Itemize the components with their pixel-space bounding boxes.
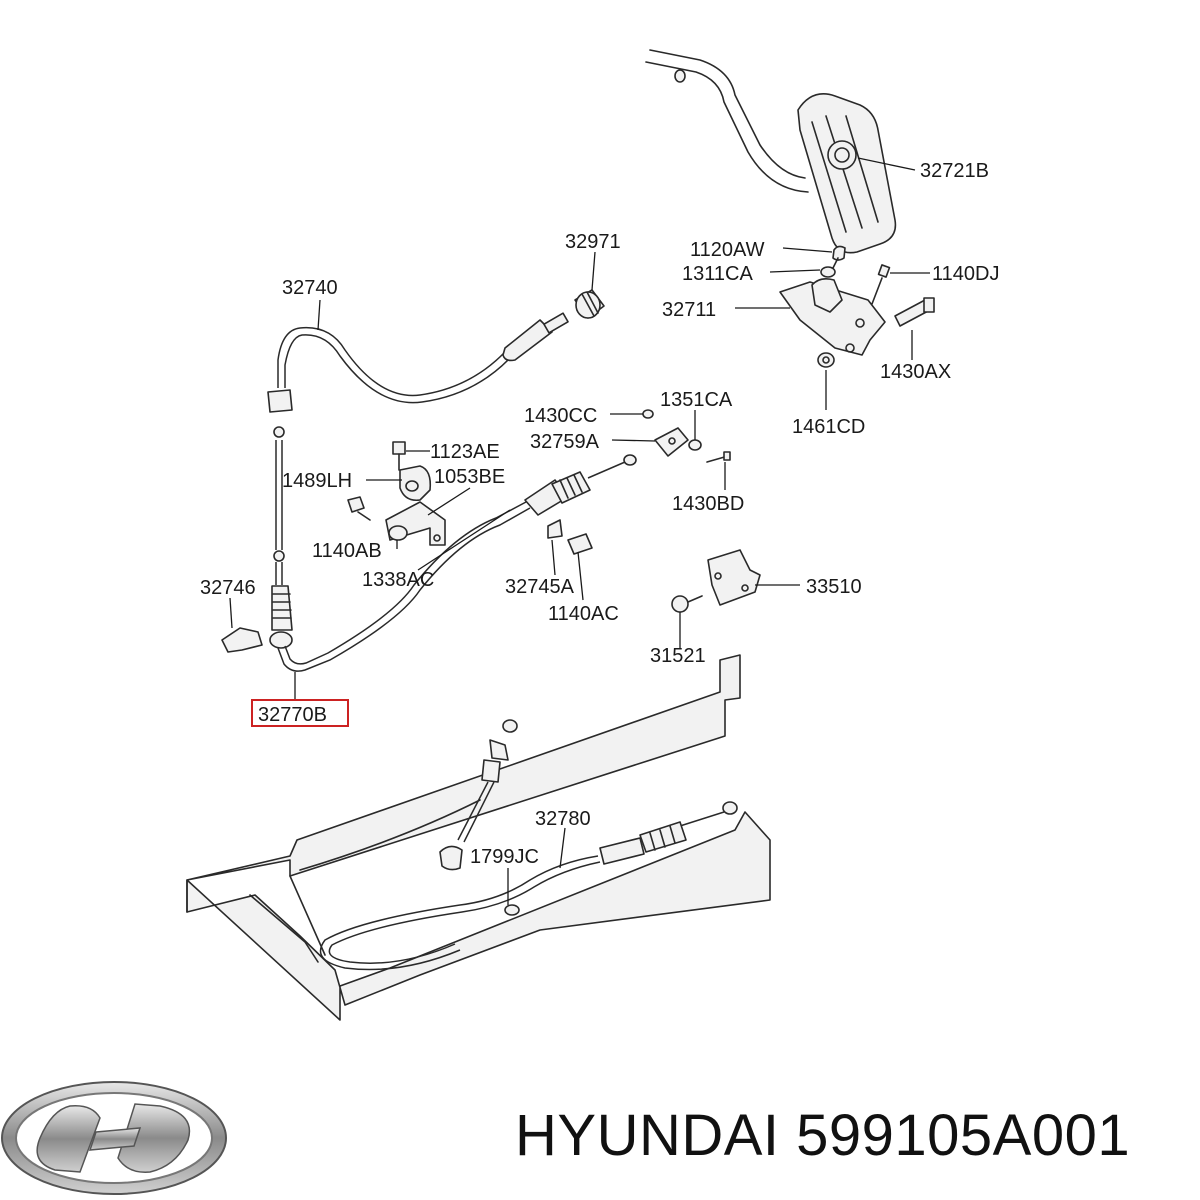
cable-32770b [277,454,637,672]
pedal-pad [797,93,897,254]
pin-1430cc [642,409,654,419]
label-31521: 31521 [650,645,706,667]
floor-panel [186,654,771,1021]
label-32740: 32740 [282,277,338,299]
cable-32780 [319,719,738,971]
label-1053be: 1053BE [434,466,505,488]
screw-1140dj [871,264,891,305]
washer-1461cd [817,352,835,368]
lever-32759a [654,427,689,457]
label-1430cc: 1430CC [524,405,597,427]
label-1338ac: 1338AC [362,569,434,591]
clip-32746 [221,627,263,653]
label-32780: 32780 [535,808,591,830]
clip-1489lh [399,465,432,502]
highlight-box-32770b [251,699,349,727]
label-32746: 32746 [200,577,256,599]
brand-part-number: HYUNDAI 599105A001 [515,1103,1131,1168]
bolt-1120aw [831,245,846,271]
clip-32745a [547,519,563,539]
label-32971: 32971 [565,231,621,253]
label-33510: 33510 [806,576,862,598]
pin-1430bd [706,451,731,463]
nut-1338ac [388,525,408,541]
grommet-32971 [574,289,605,319]
label-1799jc: 1799JC [470,846,539,868]
accelerator-pedal-arm [645,49,809,193]
label-1430bd: 1430BD [672,493,744,515]
part-labels: 32721B 1120AW 1311CA 1140DJ 32711 1430AX… [200,160,999,868]
label-1430ax: 1430AX [880,361,951,383]
label-1140ac: 1140AC [548,603,619,625]
bolt-31521 [671,595,703,613]
label-1140ab: 1140AB [312,540,382,562]
pedal-bracket [779,278,886,356]
bolt-1430ax [894,297,935,327]
label-1140dj: 1140DJ [932,263,999,285]
label-1351ca: 1351CA [660,389,733,411]
label-1120aw: 1120AW [690,239,765,261]
label-1311ca: 1311CA [682,263,753,285]
leader-lines [229,157,930,905]
label-1461cd: 1461CD [792,416,865,438]
washer-1351ca [688,439,702,451]
nut-1311ca [820,266,836,278]
bolt-1140ac [567,533,593,555]
label-32759a: 32759A [530,431,600,453]
label-32721b: 32721B [920,160,989,182]
bolt-1123ae [392,441,406,471]
hyundai-logo-icon [1,1081,227,1195]
label-32711: 32711 [662,299,716,321]
cable-32740 [267,312,569,649]
bolt-1140ab [347,496,371,521]
label-1489lh: 1489LH [282,470,352,492]
bracket-33510 [707,549,761,606]
label-1123ae: 1123AE [430,441,500,463]
label-32745a: 32745A [505,576,575,598]
label-32770b[interactable]: 32770B [258,704,327,726]
